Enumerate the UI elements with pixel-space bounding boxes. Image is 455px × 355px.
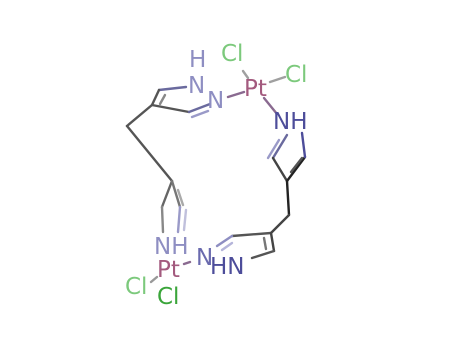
bond (170, 179, 182, 209)
bond (271, 133, 289, 160)
bond (176, 188, 185, 207)
bond (215, 234, 234, 248)
bond (182, 260, 192, 266)
bond (149, 275, 159, 284)
bond (158, 93, 167, 106)
bond (157, 85, 188, 92)
bond (268, 75, 287, 84)
chlorine-label: Cl (157, 284, 179, 310)
bond (266, 138, 281, 160)
chlorine-label: Cl (285, 62, 307, 88)
bond (176, 205, 182, 234)
bond (269, 231, 276, 253)
bond (269, 213, 291, 235)
platinum-label: Pt (157, 257, 180, 283)
bond (262, 96, 279, 116)
bond (226, 90, 246, 99)
platinum-label: Pt (244, 76, 267, 102)
bond (125, 103, 154, 128)
bond (190, 109, 210, 119)
chlorine-label: Cl (221, 41, 243, 67)
bond (285, 155, 307, 183)
bond (220, 241, 234, 252)
nitrogen-label: N (188, 73, 205, 99)
bond (262, 236, 268, 251)
nitrogen-label: N (196, 245, 213, 271)
nitrogen-label: N (207, 88, 224, 114)
bond (300, 131, 307, 159)
bond (160, 205, 165, 234)
bond (230, 231, 273, 238)
bond (150, 88, 161, 107)
hn-label: HN (210, 254, 245, 280)
bond (160, 179, 174, 209)
bond (125, 124, 174, 183)
bond (241, 69, 250, 80)
bond (250, 249, 276, 260)
hydrogen-label: H (189, 47, 206, 73)
bond (285, 179, 291, 217)
bond (289, 156, 304, 174)
chlorine-label: Cl (125, 274, 147, 300)
bond (271, 156, 289, 183)
bond (150, 103, 191, 114)
bond (182, 208, 188, 232)
bond (187, 102, 212, 114)
nh-label: NH (154, 234, 189, 260)
nh-label: NH (273, 109, 308, 135)
